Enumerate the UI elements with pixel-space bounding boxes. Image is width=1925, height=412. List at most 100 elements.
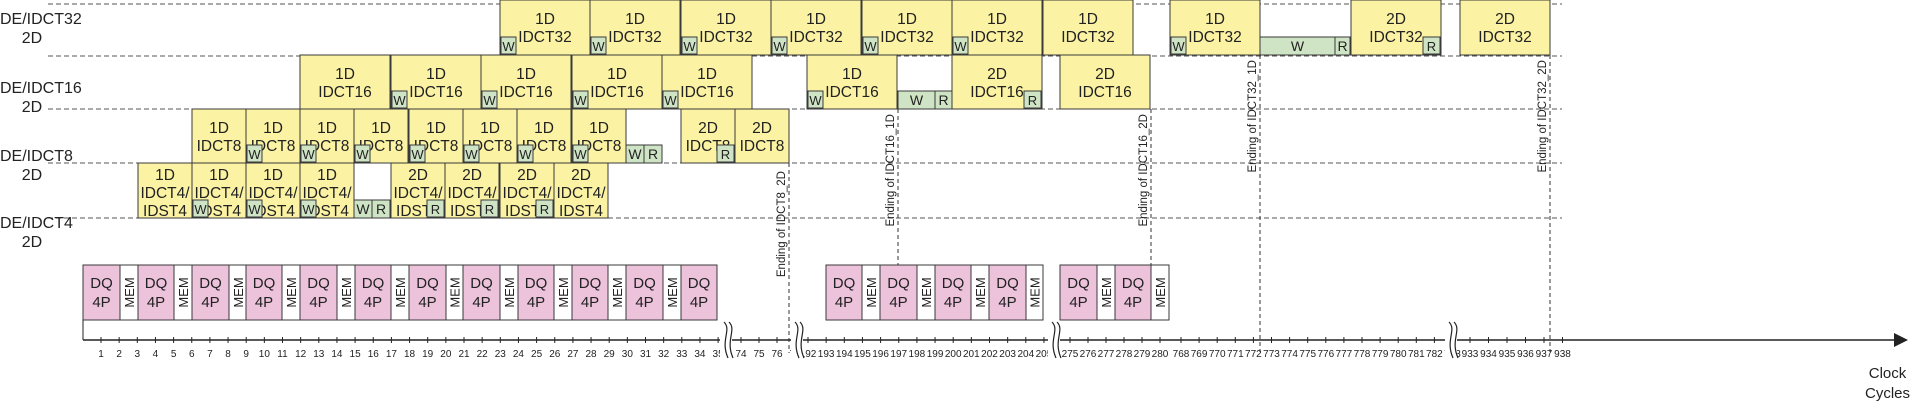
- idct4-block-label: 2D: [517, 167, 537, 184]
- idct4-block-label: 2D: [408, 167, 428, 184]
- tick-label: 780: [1390, 349, 1407, 360]
- read-cell: [716, 144, 735, 163]
- read-cell-label: R: [376, 201, 386, 217]
- tick-label: 781: [1408, 349, 1425, 360]
- write-cell-label: W: [954, 39, 967, 54]
- idct32-block-label: IDCT32: [789, 29, 842, 46]
- idct32-block-label: IDCT32: [1369, 29, 1422, 46]
- idct32-block-label: 2D: [1386, 11, 1406, 28]
- dq4p-label: 4P: [309, 294, 327, 311]
- ending-label: Ending of IDCT8_2D: [776, 171, 788, 277]
- idct8-block-label: IDCT8: [197, 138, 242, 155]
- dq4p-label: 4P: [690, 294, 708, 311]
- idct16-block-label: 1D: [607, 66, 627, 83]
- read-cell-label: R: [1427, 39, 1436, 54]
- write-cell-label: W: [864, 39, 877, 54]
- axis-break-mark: [1051, 321, 1057, 359]
- read-cell-label: R: [540, 202, 549, 217]
- tick-label: 75: [753, 349, 765, 360]
- dq4p-label: DQ: [942, 275, 965, 292]
- read-cell-label: R: [648, 146, 658, 162]
- tick-label: 5: [171, 349, 177, 360]
- tick-label: 279: [1134, 349, 1151, 360]
- mem-label: MEM: [665, 277, 680, 307]
- idct8-block-label: 1D: [371, 120, 391, 137]
- write-cell-label: W: [773, 39, 786, 54]
- read-cell-label: R: [485, 202, 494, 217]
- write-cell-label: W: [910, 92, 924, 108]
- write-cell-label: W: [1172, 39, 1185, 54]
- dq4p-label: 4P: [998, 294, 1016, 311]
- row-label-idct8-line1: DE/IDCT8: [0, 148, 73, 165]
- idct16-block-label: IDCT16: [318, 84, 371, 101]
- dq4p-cell: [680, 264, 718, 321]
- idct32-block-label: 2D: [1495, 11, 1515, 28]
- write-cell-label: W: [356, 147, 369, 162]
- idct8-block: [734, 108, 790, 164]
- tick-label: 934: [1480, 349, 1497, 360]
- row-label-idct32-line2: 2D: [21, 30, 43, 47]
- idct32-block-label: IDCT32: [1478, 29, 1531, 46]
- dq4p-cell: [137, 264, 175, 321]
- dq4p-label: DQ: [688, 275, 711, 292]
- write-cell: [590, 36, 607, 55]
- tick-label: 6: [189, 349, 195, 360]
- tick-label: 7: [207, 349, 213, 360]
- idct32-block-label: IDCT32: [1061, 29, 1114, 46]
- idct32-block-label: IDCT32: [970, 29, 1023, 46]
- idct4-block-label: IDCT4/: [447, 185, 497, 202]
- tick-label: 196: [872, 349, 889, 360]
- tick-label: 21: [458, 349, 470, 360]
- idct16-block-label: 1D: [335, 66, 355, 83]
- axis-arrowhead: [1894, 333, 1908, 347]
- write-cell-label: W: [502, 39, 515, 54]
- read-cell: [426, 199, 445, 218]
- tick-label: 34: [694, 349, 706, 360]
- idct4-block-label: 1D: [317, 167, 337, 184]
- dq4p-label: 4P: [835, 294, 853, 311]
- axis-break-mark: [723, 321, 729, 359]
- idct16-block-label: IDCT16: [590, 84, 643, 101]
- dq4p-label: DQ: [1067, 275, 1090, 292]
- tick-label: 773: [1263, 349, 1280, 360]
- idct4-block-label: IDST4: [143, 203, 187, 220]
- idct4-block-label: IDCT4/: [194, 185, 244, 202]
- idct32-block-label: 1D: [716, 11, 736, 28]
- axis-break-mark: [728, 321, 734, 359]
- tick-label: 10: [259, 349, 271, 360]
- tick-label: 30: [622, 349, 634, 360]
- tick-label: 778: [1354, 349, 1371, 360]
- dq4p-cell: [625, 264, 664, 321]
- ending-label: Ending of IDCT16_2D: [1138, 114, 1150, 227]
- read-cell-label: R: [1337, 38, 1347, 54]
- tick-label: 35: [713, 349, 725, 360]
- tick-label: 936: [1517, 349, 1534, 360]
- idct32-block-label: 1D: [897, 11, 917, 28]
- tick-label: 11: [277, 349, 288, 360]
- row-label-idct16-line2: 2D: [21, 99, 43, 116]
- idct32-block-label: 1D: [1078, 11, 1098, 28]
- tick-label: 205: [1036, 349, 1053, 360]
- write-cell: [300, 144, 317, 163]
- write-cell: [391, 90, 408, 109]
- idct4-block-label: IDCT4/: [248, 185, 298, 202]
- dq4p-label: DQ: [887, 275, 910, 292]
- tick-label: 14: [331, 349, 343, 360]
- row-label-idct4-line2: 2D: [21, 234, 43, 251]
- dq4p-label: DQ: [470, 275, 493, 292]
- idct32-block-label: IDCT32: [608, 29, 661, 46]
- tick-label: 12: [295, 349, 307, 360]
- idct4-block-label: IDCT4/: [556, 185, 606, 202]
- dq4p-label: 4P: [1069, 294, 1087, 311]
- write-cell-label: W: [302, 202, 315, 217]
- idct4-block: [553, 162, 609, 219]
- idct4-block-label: 1D: [209, 167, 229, 184]
- tick-label: 770: [1209, 349, 1226, 360]
- mem-label: MEM: [393, 277, 408, 307]
- write-cell-label: W: [483, 93, 496, 108]
- tick-label: 278: [1116, 349, 1133, 360]
- tick-label: 198: [909, 349, 926, 360]
- idct8-block: [191, 108, 247, 164]
- axis-break-mark: [799, 321, 805, 359]
- idct8-block-label: 1D: [263, 120, 283, 137]
